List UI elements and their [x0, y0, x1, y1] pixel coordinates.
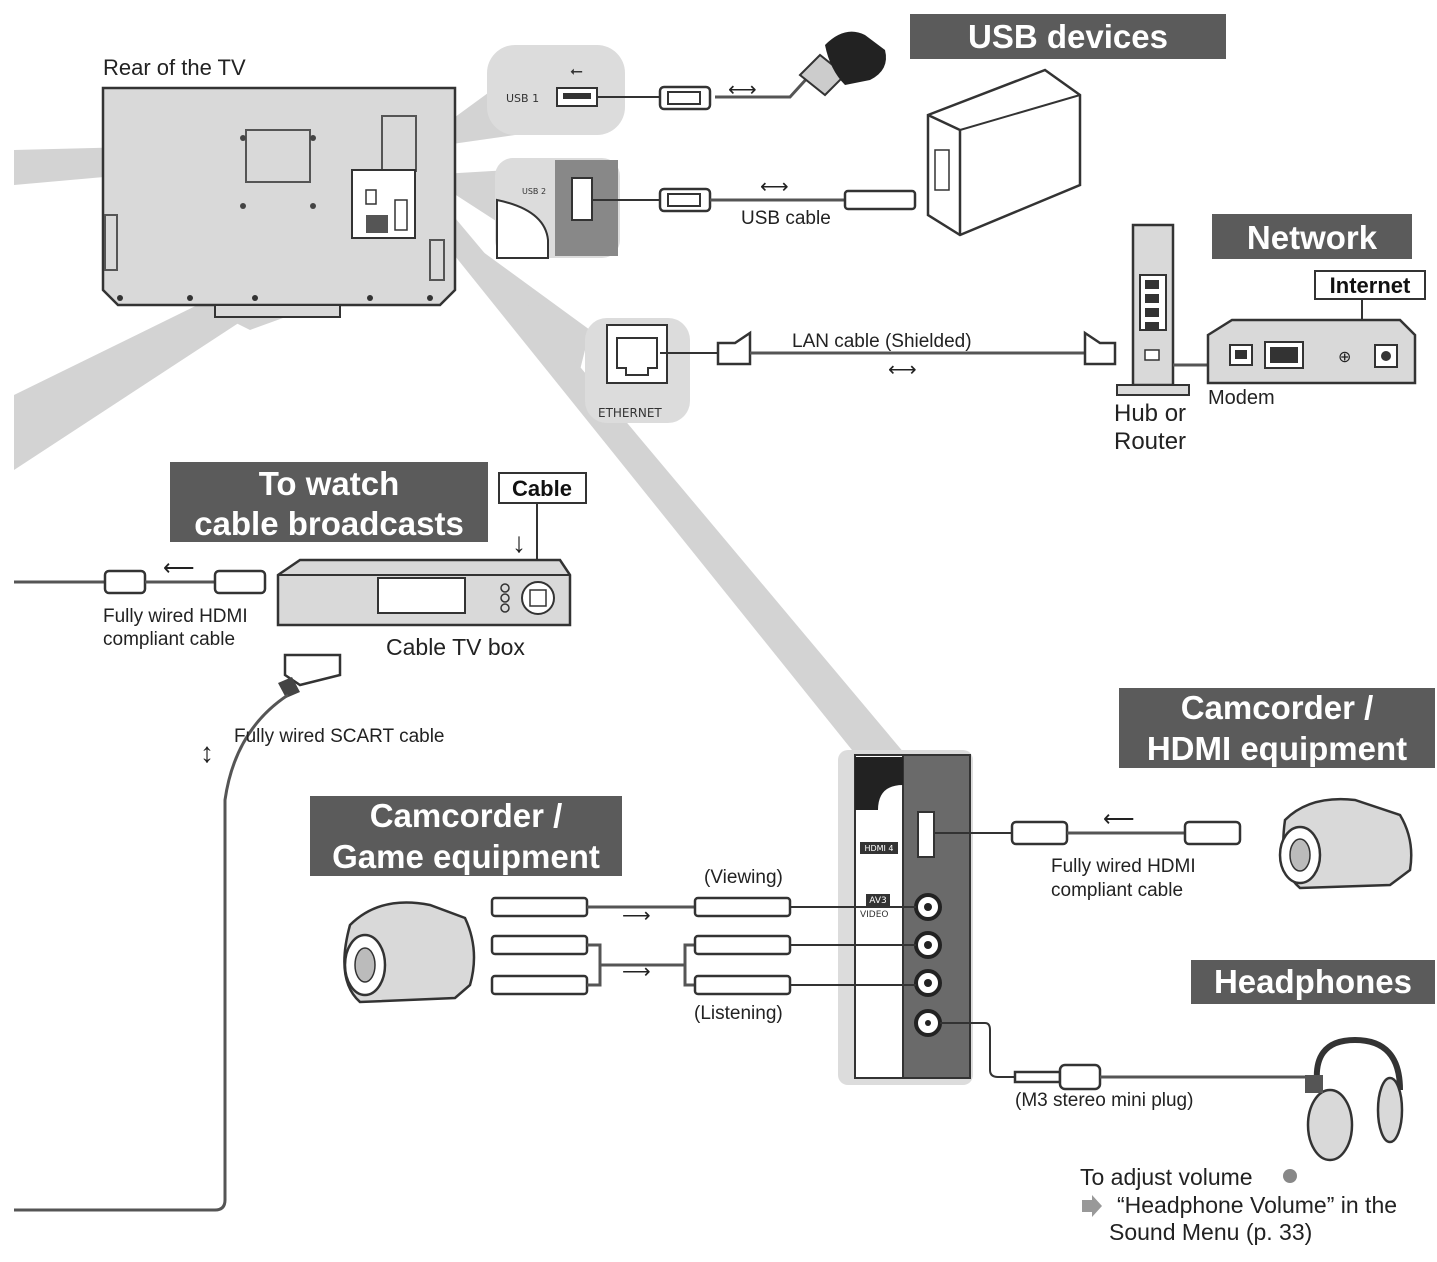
usb-flash-drive — [798, 31, 886, 97]
usb-devices-header: USB devices — [910, 14, 1226, 59]
usb2-port — [571, 177, 593, 221]
adjust-volume-label: To adjust volume — [1080, 1164, 1253, 1190]
hdmi4-port-label: HDMI 4 — [864, 844, 893, 853]
svg-text:To watch: To watch — [259, 465, 400, 502]
svg-text:HDMI equipment: HDMI equipment — [1147, 730, 1407, 767]
lan-cable-label: LAN cable (Shielded) — [792, 331, 972, 352]
volume-note: To adjust volume “Headphone Volume” in t… — [1080, 1164, 1397, 1245]
ethernet-port-bubble: ETHERNET — [585, 318, 690, 423]
av-cable: ⟶ ⟶ (Viewing) (Listening) — [490, 867, 916, 1024]
usb1-port-bubble: USB 1 ⭠ — [487, 45, 625, 135]
headphones-header: Headphones — [1191, 960, 1435, 1004]
headphone-cable: (M3 stereo mini plug) — [940, 1022, 1305, 1111]
tv-rear: Rear of the TV — [101, 55, 457, 318]
svg-text:⊕: ⊕ — [1338, 349, 1351, 366]
cable-tv-box: Cable TV box — [276, 558, 572, 660]
arrow-right-icon — [1082, 1195, 1102, 1217]
hub-router: Hub or Router — [1114, 223, 1190, 455]
hdmi-cable-cablebox: ⟵ Fully wired HDMI compliant cable — [14, 555, 267, 650]
av3-port-label: AV3 — [869, 896, 886, 906]
hub-label-line2: Router — [1114, 428, 1186, 455]
lan-cable: LAN cable (Shielded) ⟷ — [716, 330, 1117, 381]
rear-of-tv-title: Rear of the TV — [103, 55, 246, 80]
usb-hard-drive — [926, 68, 1082, 237]
listening-label: (Listening) — [694, 1003, 783, 1024]
cable-input-label-box: Cable ↓ — [498, 472, 587, 560]
side-terminal-panel: HDMI 4 AV3 VIDEO — [838, 750, 973, 1085]
svg-text:Camcorder /: Camcorder / — [370, 797, 563, 834]
left-arrow-icon: ⟵ — [163, 555, 195, 580]
usb1-port-label: USB 1 — [506, 92, 539, 105]
usb2-port-label: USB 2 — [522, 187, 546, 196]
mini-plug-label: (M3 stereo mini plug) — [1015, 1090, 1193, 1111]
usb-icon: ⭠ — [570, 61, 583, 80]
svg-text:Network: Network — [1247, 219, 1378, 256]
hub-label-line1: Hub or — [1114, 400, 1186, 427]
svg-text:Internet: Internet — [1330, 273, 1411, 298]
svg-text:cable broadcasts: cable broadcasts — [194, 505, 464, 542]
modem-label: Modem — [1208, 387, 1275, 409]
hdmi-cable-label-line1: Fully wired HDMI — [103, 606, 248, 627]
down-arrow-icon: ↓ — [512, 527, 526, 558]
svg-text:Headphones: Headphones — [1214, 963, 1412, 1000]
cable-broadcasts-header: To watch cable broadcasts — [170, 462, 488, 542]
headphones-device — [1305, 1036, 1404, 1162]
usb2-port-bubble: USB 2 — [495, 158, 620, 259]
headphone-volume-ref-line2: Sound Menu (p. 33) — [1109, 1219, 1312, 1245]
svg-text:⟶: ⟶ — [622, 905, 651, 927]
cable-tv-box-label: Cable TV box — [386, 634, 525, 660]
svg-text:Fully wired HDMI: Fully wired HDMI — [1051, 856, 1196, 877]
scart-cable: ↕ Fully wired SCART cable — [14, 653, 444, 1212]
info-dot-icon — [1283, 1169, 1297, 1183]
modem: ⊕ Modem — [1206, 318, 1417, 409]
svg-text:⟷: ⟷ — [760, 176, 789, 198]
svg-text:Camcorder /: Camcorder / — [1181, 689, 1374, 726]
usb1-cable: ⟷ — [658, 73, 812, 111]
svg-text:Cable: Cable — [512, 476, 572, 501]
camcorder-game-device — [343, 901, 476, 1004]
svg-text:USB devices: USB devices — [968, 18, 1168, 55]
usb-cable-label: USB cable — [741, 208, 831, 229]
svg-text:Game equipment: Game equipment — [332, 838, 600, 875]
viewing-label: (Viewing) — [704, 867, 783, 888]
hdmi-cable-label-line2: compliant cable — [103, 629, 235, 650]
video-port-label: VIDEO — [860, 910, 889, 920]
camcorder-game-header: Camcorder / Game equipment — [310, 796, 622, 876]
network-header: Network — [1212, 214, 1412, 259]
usb2-cable: ⟷ USB cable — [658, 176, 917, 229]
hdmi-cable-camcorder: ⟵ Fully wired HDMI compliant cable — [934, 806, 1242, 901]
svg-text:compliant cable: compliant cable — [1051, 880, 1183, 901]
camcorder-hdmi-header: Camcorder / HDMI equipment — [1119, 688, 1435, 768]
ethernet-port-label: ETHERNET — [598, 406, 662, 420]
vertical-arrow-icon: ↕ — [200, 737, 214, 768]
svg-text:⟵: ⟵ — [1103, 806, 1135, 831]
svg-text:⟶: ⟶ — [622, 961, 651, 983]
headphone-volume-ref-line1: “Headphone Volume” in the — [1117, 1192, 1397, 1218]
svg-text:⟷: ⟷ — [888, 359, 917, 381]
internet-label-box: Internet — [1314, 270, 1426, 320]
camcorder-hdmi-device — [1278, 798, 1413, 890]
hdmi4-port — [917, 811, 935, 858]
scart-cable-label: Fully wired SCART cable — [234, 726, 444, 747]
